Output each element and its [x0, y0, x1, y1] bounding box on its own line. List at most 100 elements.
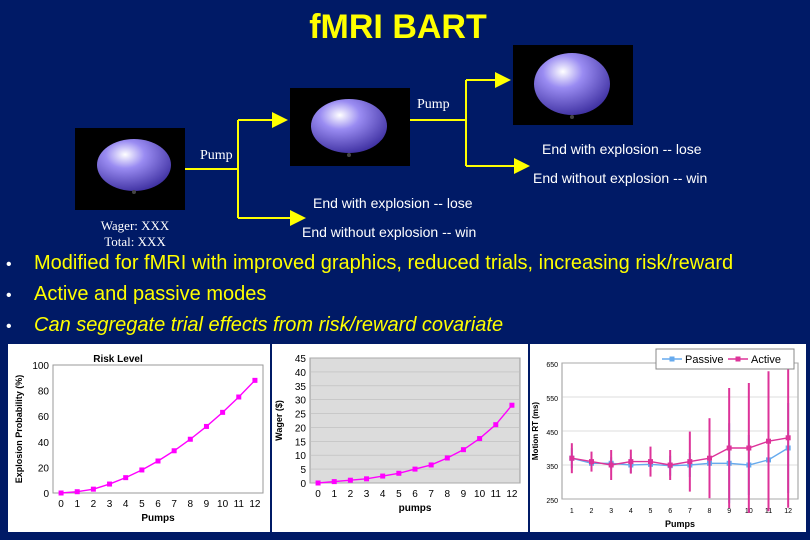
bullet-item: •Active and passive modes [6, 279, 733, 310]
legend-marker [735, 356, 741, 362]
y-tick-label: 30 [295, 396, 307, 407]
x-tick-label: 4 [380, 489, 386, 500]
bullet-item: •Modified for f​MRI with improved graphi… [6, 248, 733, 279]
x-tick-label: 7 [688, 508, 692, 515]
y-tick-label: 20 [38, 463, 50, 474]
data-point [364, 476, 370, 482]
chart-title: Risk Level [93, 354, 143, 365]
bullet-dot-icon: • [6, 318, 12, 335]
balloon-icon [311, 99, 387, 157]
wager-total-box: Wager: XXX Total: XXX [80, 218, 190, 250]
x-tick-label: 3 [364, 489, 370, 500]
legend-box [655, 348, 795, 370]
y-tick-label: 25 [295, 410, 307, 421]
legend-label: Active [751, 354, 781, 366]
x-tick-label: 3 [107, 499, 113, 510]
data-point [460, 447, 466, 453]
bullet-list: •Modified for f​MRI with improved graphi… [6, 248, 733, 341]
x-tick-label: 11 [491, 489, 502, 500]
x-tick-label: 1 [74, 499, 80, 510]
outcome-lose-label: End with explosion -- lose [542, 141, 702, 157]
x-tick-label: 7 [428, 489, 434, 500]
y-tick-label: 450 [546, 430, 558, 437]
x-tick-label: 0 [58, 499, 64, 510]
data-point [74, 489, 80, 495]
series-line [571, 447, 789, 467]
bullet-dot-icon: • [6, 287, 12, 304]
data-point [785, 435, 791, 441]
x-tick-label: 11 [765, 508, 772, 515]
x-tick-label: 2 [91, 499, 97, 510]
x-tick-label: 8 [445, 489, 451, 500]
data-point [509, 402, 515, 408]
legend-label: Passive [685, 354, 724, 366]
x-tick-label: 12 [784, 508, 792, 515]
y-tick-label: 20 [295, 423, 307, 434]
data-point [171, 448, 177, 454]
x-tick-label: 0 [315, 489, 321, 500]
balloon-panel-2 [290, 88, 410, 166]
balloon-icon [97, 139, 171, 194]
data-point [347, 477, 353, 483]
y-tick-label: 35 [295, 382, 307, 393]
x-tick-label: 6 [412, 489, 418, 500]
data-point [428, 462, 434, 468]
data-point [687, 459, 693, 465]
x-tick-label: 2 [348, 489, 354, 500]
data-point [726, 445, 732, 451]
data-point [707, 455, 712, 461]
y-tick-label: 40 [295, 368, 307, 379]
data-point [569, 455, 575, 461]
data-point [608, 462, 614, 468]
y-tick-label: 10 [295, 451, 307, 462]
x-tick-label: 1 [570, 508, 574, 515]
x-tick-label: 12 [506, 489, 518, 500]
x-tick-label: 5 [649, 508, 653, 515]
y-tick-label: 45 [295, 354, 307, 365]
y-tick-label: 80 [38, 387, 50, 398]
y-tick-label: 250 [546, 498, 558, 505]
outcome-win-label: End without explosion -- win [302, 224, 477, 240]
x-tick-label: 9 [204, 499, 210, 510]
y-axis-label: Motion RT (ms) [531, 402, 540, 461]
x-tick-label: 9 [461, 489, 467, 500]
x-axis-label: Pumps [141, 513, 175, 524]
wager-line: Wager: XXX [100, 218, 170, 233]
y-tick-label: 15 [295, 437, 307, 448]
data-point [493, 422, 499, 428]
data-point [90, 486, 96, 492]
x-tick-label: 4 [123, 499, 129, 510]
data-point [220, 409, 226, 415]
chart-motion-rt: 250350450550650123456789101112PumpsMotio… [530, 344, 806, 532]
x-axis-label: Pumps [665, 519, 695, 529]
bullet-dot-icon: • [6, 256, 12, 273]
balloon-panel-1 [75, 128, 185, 210]
x-tick-label: 6 [155, 499, 161, 510]
x-tick-label: 2 [590, 508, 594, 515]
data-point [396, 470, 402, 476]
data-point [236, 394, 242, 400]
data-point [766, 438, 771, 444]
data-point [139, 467, 145, 473]
data-point [444, 455, 450, 461]
y-tick-label: 100 [32, 361, 49, 372]
flow-arrows [185, 72, 530, 226]
data-point [203, 423, 209, 429]
bullet-item: •Can segregate trial effects from risk/r… [6, 310, 733, 341]
series-line [571, 437, 789, 466]
x-tick-label: 12 [249, 499, 261, 510]
data-point [589, 459, 594, 465]
balloon-panel-3 [513, 45, 633, 125]
data-point [628, 459, 634, 465]
outcome-lose-label: End with explosion -- lose [313, 195, 473, 211]
y-axis-label: Explosion Probability (%) [14, 375, 24, 484]
x-tick-label: 7 [171, 499, 177, 510]
x-tick-label: 11 [234, 499, 245, 510]
data-point [746, 445, 752, 451]
y-tick-label: 0 [300, 479, 306, 490]
data-point [123, 475, 129, 481]
y-tick-label: 60 [38, 412, 50, 423]
pump-label: Pump [417, 97, 450, 112]
y-tick-label: 650 [546, 362, 558, 369]
data-point [477, 436, 483, 442]
